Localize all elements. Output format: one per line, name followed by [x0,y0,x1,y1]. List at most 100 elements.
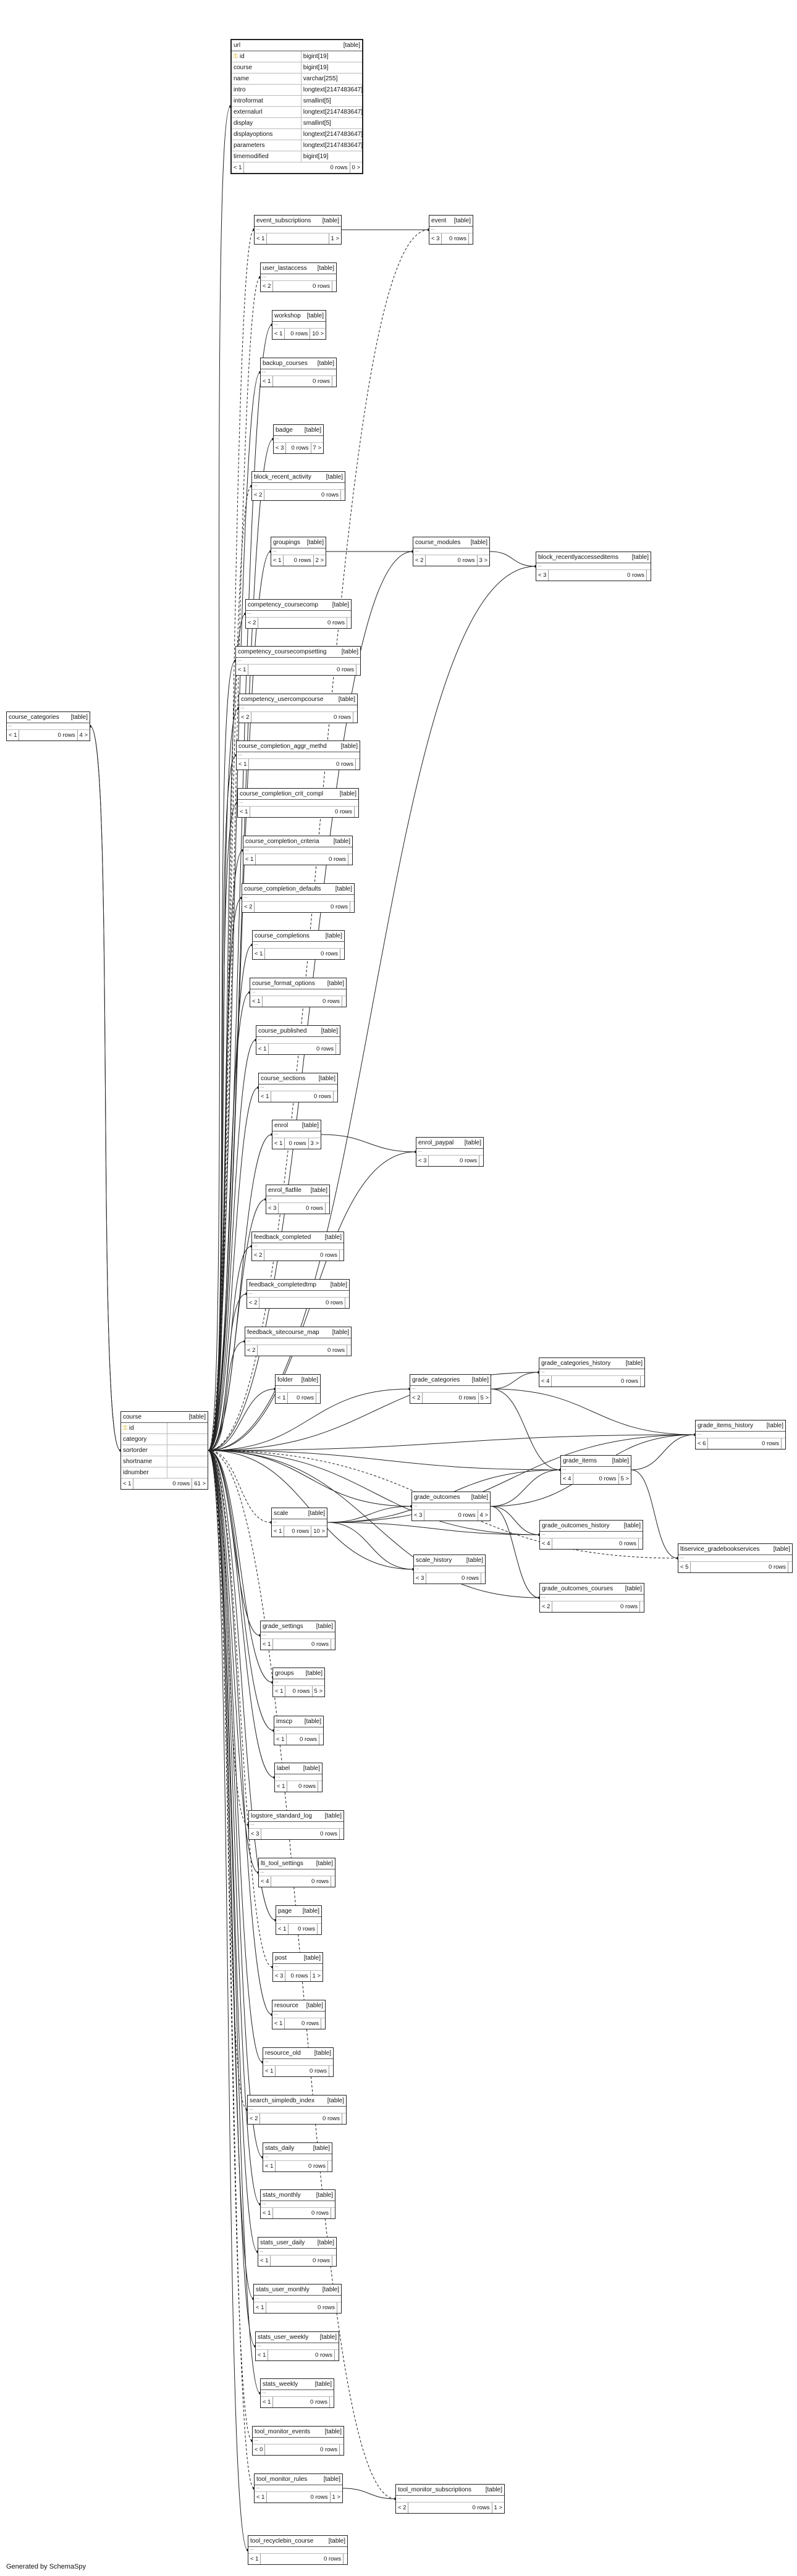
table-kind-label: [table] [305,1670,323,1677]
collapsed-columns: ... [412,1503,490,1510]
table-header: course_completion_aggr_methd[table] [237,741,360,752]
child-count [342,2113,346,2124]
table-name: course_categories [9,714,59,721]
relationship-line [208,755,237,1451]
table-kind-label: [table] [623,1522,641,1529]
child-count [337,2302,341,2313]
table-ltiservice-gradebookservices[interactable]: ltiservice_gradebookservices[table]...< … [678,1543,793,1573]
parent-count: < 2 [247,1298,260,1308]
table-kind-label: [table] [335,886,352,892]
table-kind-label: [table] [306,539,324,546]
table-header: label[table] [275,1763,322,1774]
table-competency-coursecompsetting[interactable]: competency_coursecompsetting[table]...< … [235,646,361,676]
parent-count: < 1 [243,854,256,865]
table-name: stats_user_weekly [258,2334,309,2341]
table-block-recentlyaccesseditems[interactable]: block_recentlyaccesseditems[table]...< 3… [536,552,651,581]
table-kind-label: [table] [323,2476,340,2483]
parent-count: < 3 [273,1971,286,1981]
row-count: 0 rows [258,1345,347,1356]
child-count [481,1573,485,1584]
relationship-line [208,897,242,1451]
table-course-completion-aggr-methd[interactable]: course_completion_aggr_methd[table]...< … [236,740,360,770]
table-header: logstore_standard_log[table] [249,1811,344,1822]
row-count: 0 rows [286,443,311,453]
relationship-line [208,1450,258,2252]
parent-count: < 0 [253,2444,266,2455]
row-count: 0 rows [264,1250,340,1261]
table-kind-label: [table] [625,1360,643,1367]
table-header: grade_categories_history[table] [539,1358,644,1369]
row-count: 0 rows [271,1091,334,1102]
row-count: 0 rows [691,1562,788,1572]
parent-count: < 1 [256,1044,269,1054]
table-course-completion-crit-compl[interactable]: course_completion_crit_compl[table]...< … [237,788,359,818]
table-header: ltiservice_gradebookservices[table] [678,1544,792,1555]
column-row: category [121,1434,208,1445]
row-count: 0 rows [271,1876,331,1887]
